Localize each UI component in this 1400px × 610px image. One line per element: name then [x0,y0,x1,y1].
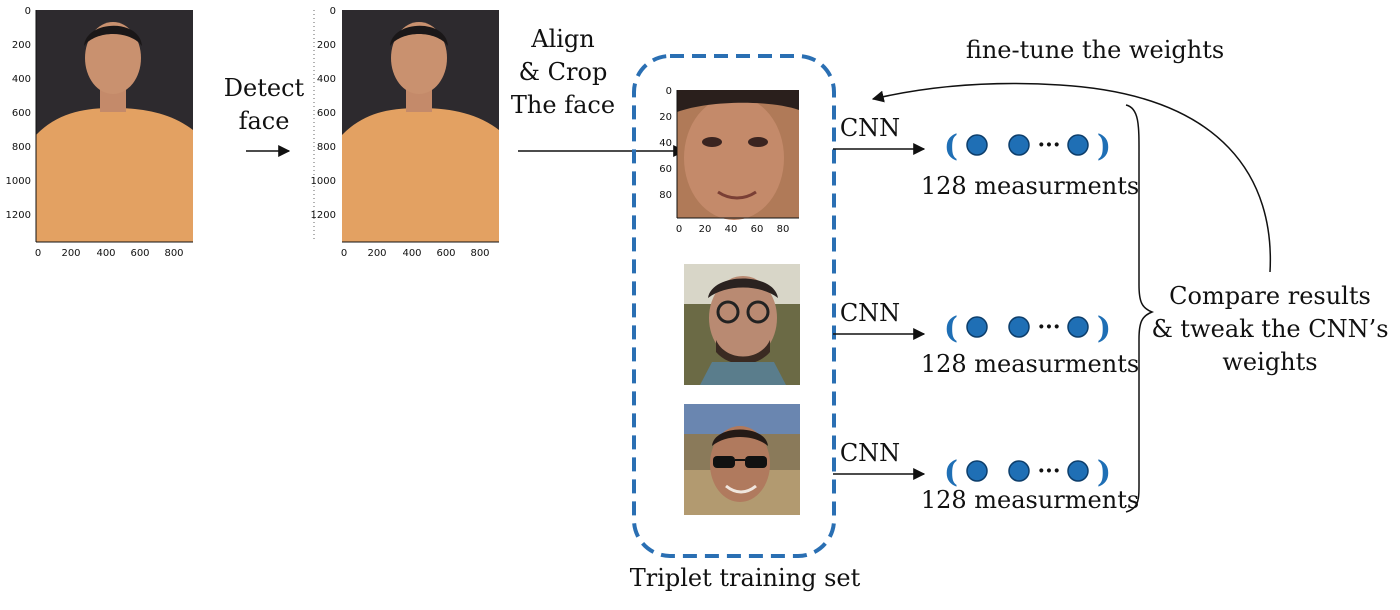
positive-face-photo [684,264,800,385]
x-tick: 800 [470,248,489,259]
measurement-dot [1008,316,1030,338]
y-tick: 0 [330,6,336,17]
y-tick: 600 [317,108,336,119]
y-tick: 800 [12,142,31,153]
ellipsis: ··· [1038,132,1061,158]
y-tick: 60 [659,164,672,175]
compare-label-line3: weights [1222,348,1317,376]
x-tick: 60 [751,224,764,235]
detect-label-line2: face [239,107,290,135]
original-photo-plot: 0 200 400 600 800 1000 1200 0 200 400 60… [6,6,193,259]
cnn-row-1: CNN ( ··· ) 128 measurments [833,114,1139,200]
measurement-dot [966,316,988,338]
y-tick: 40 [659,138,672,149]
align-label-line3: The face [511,91,615,119]
x-tick: 400 [96,248,115,259]
cropped-face-plot: 0 20 40 60 80 0 20 40 60 80 [659,86,799,235]
y-tick: 80 [659,190,672,201]
cnn-label: CNN [840,114,900,142]
y-tick: 600 [12,108,31,119]
measurement-dot [1008,134,1030,156]
vector-close-bracket: ) [1097,129,1111,164]
detect-label-line1: Detect [224,74,305,102]
y-tick: 800 [317,142,336,153]
detected-photo [342,10,499,242]
x-tick: 80 [777,224,790,235]
align-label-line2: & Crop [519,58,608,86]
ellipsis: ··· [1038,458,1061,484]
x-tick: 200 [61,248,80,259]
measurements-label: 128 measurments [921,172,1139,200]
compare-label-line2: & tweak the CNN’s [1151,315,1388,343]
detected-photo-plot: 0 200 400 600 800 1000 1200 0 200 400 60… [311,6,499,259]
measurement-dot [966,460,988,482]
x-tick: 800 [164,248,183,259]
cnn-row-3: CNN ( ··· ) 128 measurments [833,439,1139,514]
y-tick: 0 [666,86,672,97]
cropped-x-ticks: 0 20 40 60 80 [676,224,790,235]
measurement-dot [1008,460,1030,482]
cnn-label: CNN [840,299,900,327]
ellipsis: ··· [1038,314,1061,340]
cnn-row-2: CNN ( ··· ) 128 measurments [833,299,1139,378]
y-tick: 20 [659,112,672,123]
original-y-ticks: 0 200 400 600 800 1000 1200 [6,6,31,221]
fine-tune-label: fine-tune the weights [966,36,1224,64]
cropped-face-photo [677,90,799,220]
x-tick: 600 [436,248,455,259]
y-tick: 1000 [311,176,336,187]
measurement-dot [966,134,988,156]
y-tick: 1000 [6,176,31,187]
vector-open-bracket: ( [944,129,958,164]
x-tick: 0 [676,224,682,235]
vector-open-bracket: ( [944,455,958,490]
measurement-dot [1067,134,1089,156]
measurement-dot [1067,460,1089,482]
vector-close-bracket: ) [1097,311,1111,346]
original-photo [36,10,193,242]
measurements-label: 128 measurments [921,350,1139,378]
y-tick: 400 [12,74,31,85]
x-tick: 400 [402,248,421,259]
cropped-y-ticks: 0 20 40 60 80 [659,86,672,201]
y-tick: 1200 [6,210,31,221]
x-tick: 200 [367,248,386,259]
cnn-label: CNN [840,439,900,467]
measurement-dot [1067,316,1089,338]
align-label-line1: Align [530,25,595,53]
y-tick: 200 [317,40,336,51]
x-tick: 40 [725,224,738,235]
triplet-set-border [632,54,836,558]
vector-close-bracket: ) [1097,455,1111,490]
vector-open-bracket: ( [944,311,958,346]
triplet-label: Triplet training set [630,564,861,592]
detected-x-ticks: 0 200 400 600 800 [341,248,490,259]
x-tick: 20 [699,224,712,235]
x-tick: 600 [130,248,149,259]
y-tick: 200 [12,40,31,51]
grouping-brace [1125,104,1155,513]
y-tick: 0 [25,6,31,17]
x-tick: 0 [341,248,347,259]
negative-face-photo [684,404,800,515]
y-tick: 400 [317,74,336,85]
measurements-label: 128 measurments [921,486,1139,514]
x-tick: 0 [35,248,41,259]
original-x-ticks: 0 200 400 600 800 [35,248,184,259]
detected-y-ticks: 0 200 400 600 800 1000 1200 [311,6,336,221]
fine-tune-arrow [871,82,1272,273]
compare-label-line1: Compare results [1169,282,1371,310]
y-tick: 1200 [311,210,336,221]
